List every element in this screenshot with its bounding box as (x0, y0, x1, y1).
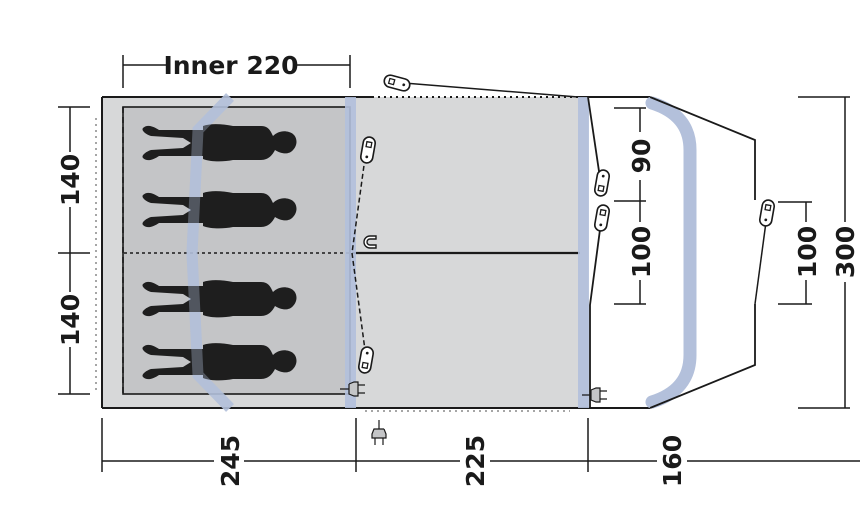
pole-bedroom (186, 93, 234, 412)
guy-line-peg-icon (758, 198, 776, 228)
pole-middle (345, 97, 356, 408)
left-upper-height-label: 140 (56, 154, 85, 206)
guy-line-peg-icon (382, 73, 412, 93)
guy-line-peg-icon (593, 168, 611, 198)
total-width-label: 300 (831, 226, 860, 278)
inner-width-dimension: Inner 220 (122, 51, 351, 88)
inner-width-label: Inner 220 (163, 51, 298, 80)
porch-length-label: 160 (658, 435, 687, 487)
left-height-dimension (58, 106, 90, 395)
porch-outline (587, 96, 756, 409)
left-lower-height-label: 140 (56, 294, 85, 346)
side-door-label: 100 (793, 226, 822, 278)
porch-door-lower-label: 100 (627, 226, 656, 278)
living-length-label: 225 (461, 435, 490, 487)
pole-front (578, 97, 589, 408)
magnet-icon (363, 235, 377, 249)
power-plug-icon (371, 419, 387, 446)
guy-lines (351, 82, 767, 351)
pole-porch (645, 96, 697, 409)
porch-door-upper-label: 90 (627, 139, 656, 174)
guy-line-peg-icon (593, 203, 611, 233)
bedroom-length-label: 245 (216, 435, 245, 487)
